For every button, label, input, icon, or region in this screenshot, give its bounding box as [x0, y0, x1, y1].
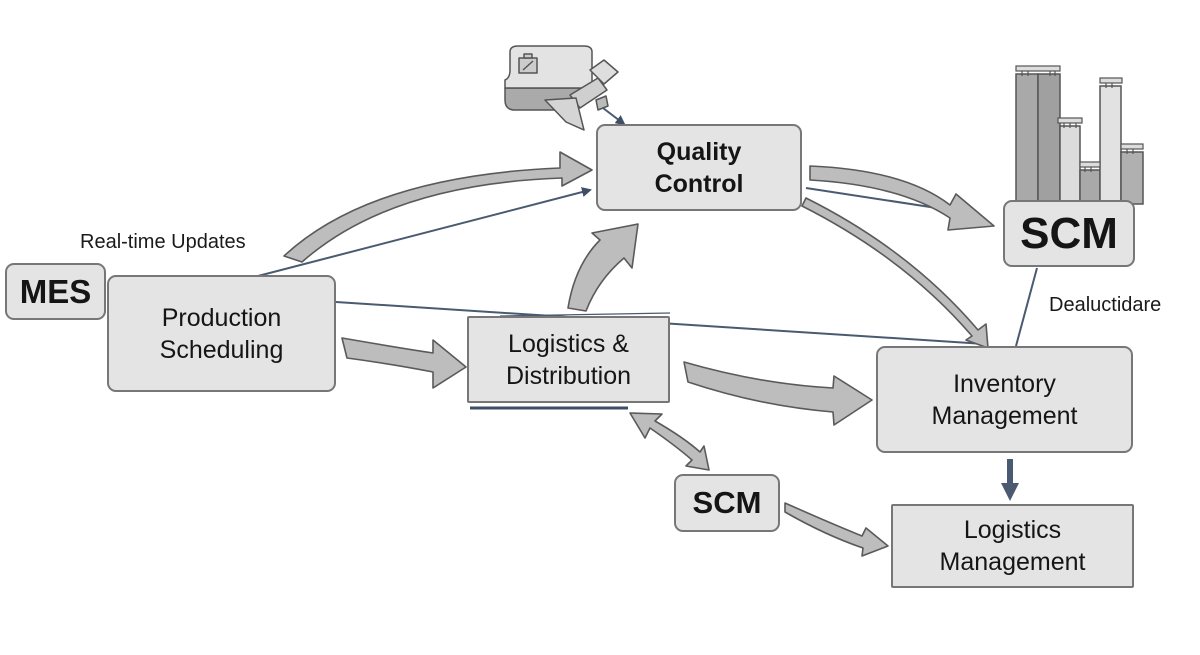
edge-camera-quality-thin	[602, 107, 626, 126]
thin-connectors	[257, 107, 1038, 347]
node-mes[interactable]: MES	[5, 263, 106, 320]
label-dealuctidare: Dealuctidare	[1049, 294, 1162, 316]
edge-production-logistics-arrow	[341, 337, 467, 389]
edge-logistics-inventory-arrow	[683, 361, 873, 426]
node-logistics-dist-label: Logistics & Distribution	[505, 329, 632, 390]
logistics-dist-overline	[499, 312, 671, 317]
node-scm-top-label: SCM	[1020, 208, 1118, 258]
node-scm-bottom[interactable]: SCM	[674, 474, 780, 532]
edge-inventory-logistics-mgmt-arrow	[1001, 459, 1019, 501]
edge-scm-logistics-mgmt-arrow	[784, 502, 889, 557]
edge-production-quality-thin	[257, 187, 592, 277]
edge-scm-inventory-line	[1015, 267, 1038, 347]
node-logistics-distribution[interactable]: Logistics & Distribution	[467, 316, 670, 403]
node-quality-label: Quality Control	[654, 137, 744, 198]
node-logistics-mgmt-label: Logistics Management	[939, 516, 1086, 576]
label-realtime-updates: Real-time Updates	[80, 231, 246, 253]
node-production-scheduling[interactable]: Production Scheduling	[107, 275, 336, 392]
node-scm-bottom-label: SCM	[692, 485, 762, 520]
block-arrows	[283, 151, 995, 557]
node-mes-label: MES	[19, 272, 92, 310]
node-scm-top[interactable]: SCM	[1003, 200, 1135, 267]
edge-quality-inventory-arrow	[801, 197, 989, 349]
node-inventory-management[interactable]: Inventory Management	[876, 346, 1133, 453]
factory-buildings-icon	[1015, 65, 1144, 205]
node-production-label: Production Scheduling	[159, 303, 284, 364]
inspection-camera-icon	[504, 45, 619, 131]
edge-quality-scm-arrow	[809, 165, 995, 231]
node-quality-control[interactable]: Quality Control	[596, 124, 802, 211]
edge-production-quality-arrow	[283, 151, 593, 263]
edge-logistics-scm-double-arrow	[629, 412, 710, 471]
node-inventory-label: Inventory Management	[931, 369, 1078, 430]
node-logistics-management[interactable]: Logistics Management	[891, 504, 1134, 588]
edge-logistics-quality-arrow	[567, 223, 639, 312]
